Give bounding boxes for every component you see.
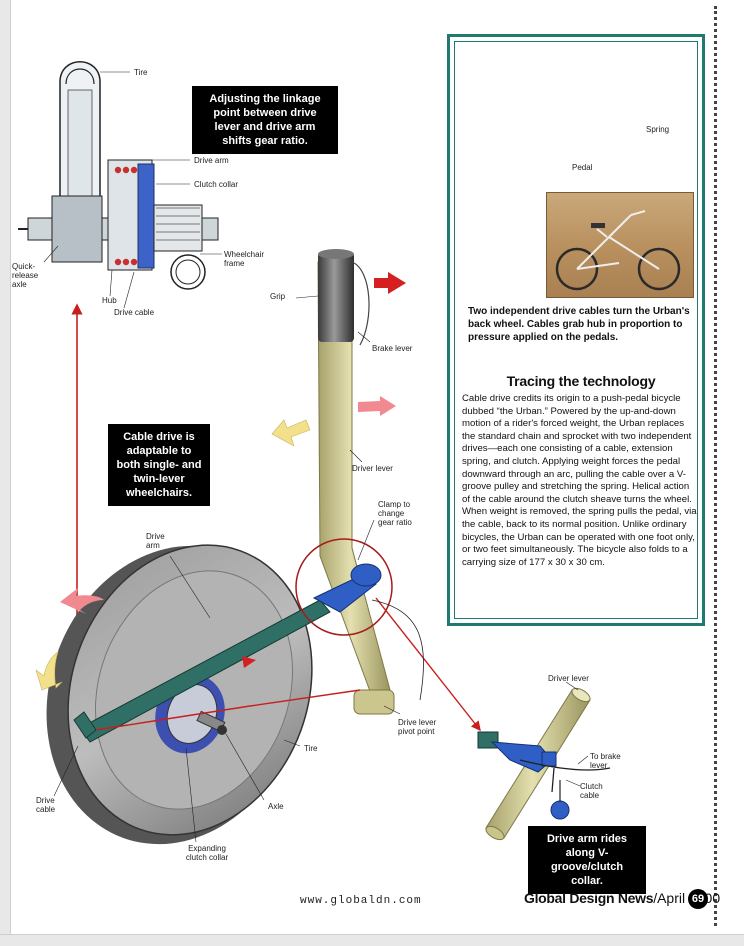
label-to-brake-lever: To brake lever [590, 752, 621, 770]
callout-cable-drive: Cable drive is adaptable to both single-… [108, 424, 210, 506]
yellow-motion-arrow [271, 419, 311, 447]
label-expanding-clutch-collar: Expanding clutch collar [185, 844, 229, 862]
label-drive-cable-top: Drive cable [114, 308, 155, 317]
callout-drive-arm-rides: Drive arm rides along V-groove/clutch co… [528, 826, 646, 894]
label-tire: Tire [304, 744, 318, 753]
label-driver-lever-detail: Driver lever [548, 674, 589, 683]
label-wheelchair-frame: Wheelchair frame [224, 250, 265, 268]
sidebar-inner-border [454, 41, 698, 619]
dotted-rule [714, 6, 717, 926]
label-driver-lever: Driver lever [352, 464, 393, 473]
sidebar-box: Spring Pedal Two independent drive cable… [447, 34, 705, 626]
label-quick-release-axle: Quick-release axle [12, 262, 39, 289]
label-drive-arm: Drive arm [146, 532, 165, 550]
label-tire-top: Tire [134, 68, 148, 77]
sidebar-caption: Two independent drive cables turn the Ur… [468, 306, 690, 343]
label-grip: Grip [270, 292, 286, 301]
page-edge [0, 0, 11, 945]
wheel [46, 544, 313, 845]
label-pedal: Pedal [572, 163, 593, 172]
wheel-pink-arrow [60, 588, 104, 614]
sidebar-body: Cable drive credits its origin to a push… [462, 393, 697, 568]
footer-url: www.globaldn.com [300, 895, 422, 907]
bicycle-photo-drawing [555, 210, 681, 291]
label-clamp: Clamp to change gear ratio [378, 500, 412, 527]
page-number: 69 [688, 889, 708, 909]
label-drive-lever-pivot: Drive lever pivot point [398, 718, 437, 736]
pink-motion-arrow [358, 396, 396, 416]
label-drive-arm-top: Drive arm [194, 156, 229, 165]
urban-bicycle-photo [546, 192, 694, 298]
page-edge-bottom [0, 934, 744, 946]
magazine-name: Global Design News [524, 890, 654, 906]
label-hub: Hub [102, 296, 117, 305]
sidebar-heading: Tracing the technology [506, 373, 656, 389]
label-drive-cable: Drive cable [36, 796, 56, 814]
v-groove-detail [477, 681, 611, 841]
label-clutch-collar: Clutch collar [194, 180, 239, 189]
callout-linkage: Adjusting the linkage point between driv… [192, 86, 338, 154]
wheel-yellow-arrow [35, 651, 63, 691]
label-spring: Spring [646, 125, 670, 134]
issue-date: /April 2000 [653, 890, 721, 906]
driver-lever [317, 249, 395, 715]
hub-cross-section [18, 61, 219, 290]
label-brake-lever: Brake lever [372, 344, 413, 353]
red-motion-arrow [374, 272, 406, 294]
label-axle: Axle [268, 802, 284, 811]
label-clutch-cable: Clutch cable [580, 782, 603, 800]
